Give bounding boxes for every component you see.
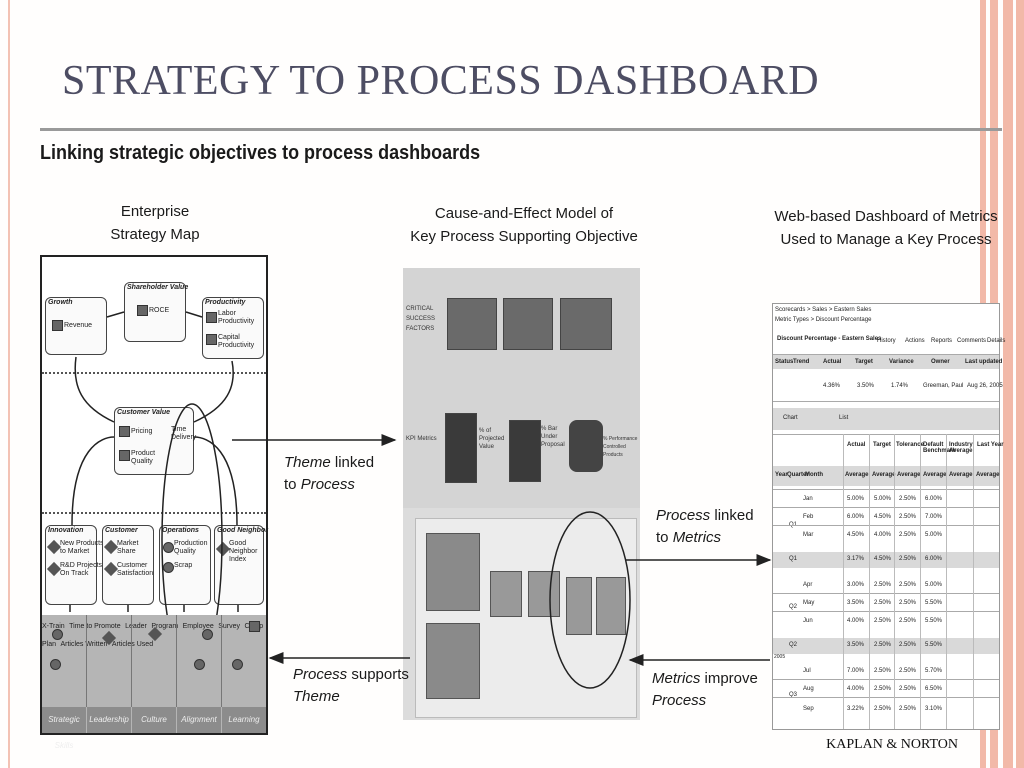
- title-divider: [40, 128, 1002, 131]
- cause-effect-title: Cause-and-Effect Model of Key Process Su…: [410, 205, 638, 245]
- left-accent-line: [8, 0, 10, 768]
- metrics-improve-label: Metrics improve Process: [652, 670, 758, 709]
- tab-details[interactable]: Details: [987, 338, 1006, 344]
- right-stripe-3: [1003, 0, 1013, 768]
- theme-linked-label: Theme linked to Process: [284, 454, 375, 493]
- dashboard-title: Web-based Dashboard of Metrics Used to M…: [774, 208, 998, 248]
- metrics-dashboard: Scorecards > Sales > Eastern Sales Metri…: [772, 303, 1005, 730]
- learning-growth-band: X-Train Time to Promote Leader Program E…: [42, 615, 266, 750]
- chart-toggle[interactable]: Chart: [783, 415, 798, 421]
- right-stripe-4: [1016, 0, 1024, 768]
- productivity-box: Productivity Labor Productivity Capital …: [202, 297, 264, 359]
- process-linked-label: Process linked to Metrics: [656, 507, 754, 546]
- process-supports-label: Process supports Theme: [293, 666, 409, 705]
- map-divider: [42, 512, 266, 514]
- customer-box: Customer Market Share Customer Satisfact…: [102, 525, 154, 605]
- growth-box: Growth Revenue: [45, 297, 107, 355]
- cause-effect-model: CRITICAL SUCCESS FACTORS KPI Metrics % o…: [403, 268, 640, 720]
- shareholder-value-box: Shareholder Value ROCE: [124, 282, 188, 342]
- source-credit: KAPLAN & NORTON: [826, 737, 958, 752]
- tab-history[interactable]: History: [877, 338, 896, 344]
- image-heading: Linking strategic objectives to process …: [40, 142, 481, 164]
- map-divider: [42, 372, 266, 374]
- slide-title: STRATEGY TO PROCESS DASHBOARD: [62, 58, 820, 104]
- tab-comments[interactable]: Comments: [957, 338, 987, 344]
- tab-reports[interactable]: Reports: [931, 338, 953, 344]
- enterprise-strategy-map: Growth Revenue Shareholder Value ROCE Pr…: [40, 255, 268, 750]
- strategy-map-title: Enterprise Strategy Map: [110, 203, 200, 243]
- customer-value-box: Customer Value Pricing Product Quality T…: [114, 407, 196, 475]
- operations-box: Operations Production Quality Scrap: [159, 525, 211, 605]
- tab-actions[interactable]: Actions: [905, 338, 925, 344]
- innovation-box: Innovation New Products to Market R&D Pr…: [45, 525, 104, 605]
- list-toggle[interactable]: List: [839, 415, 849, 421]
- process-highlight-ellipse: [549, 511, 631, 689]
